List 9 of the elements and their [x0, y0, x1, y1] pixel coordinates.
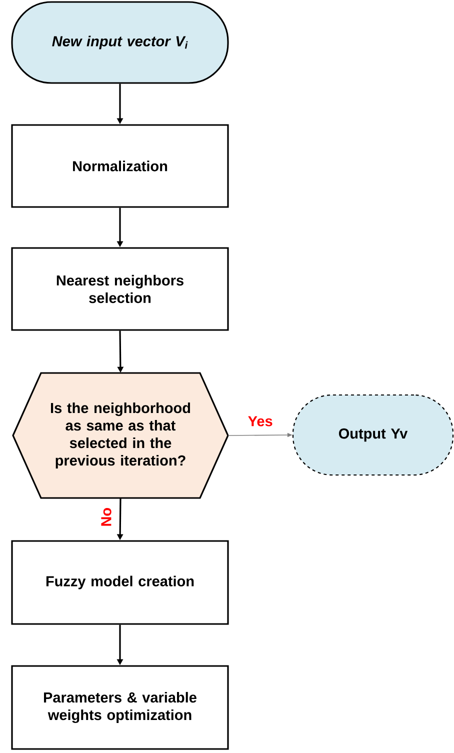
start-terminal: New input vector V$_{i}$ [11, 1, 229, 84]
process-box: Fuzzy model creation [11, 540, 229, 625]
process-box: Nearest neighbors selection [11, 247, 229, 331]
process-box: Normalization [11, 124, 229, 208]
edge-label: Yes [246, 415, 274, 428]
decision-hexagon: Is the neighborhood as same as that selected in the previous iteration? [12, 372, 229, 499]
edge-label: No [100, 506, 112, 528]
process-box: Parameters & variable weights optimization [11, 665, 229, 750]
output-terminal: Output Yv [292, 394, 454, 476]
